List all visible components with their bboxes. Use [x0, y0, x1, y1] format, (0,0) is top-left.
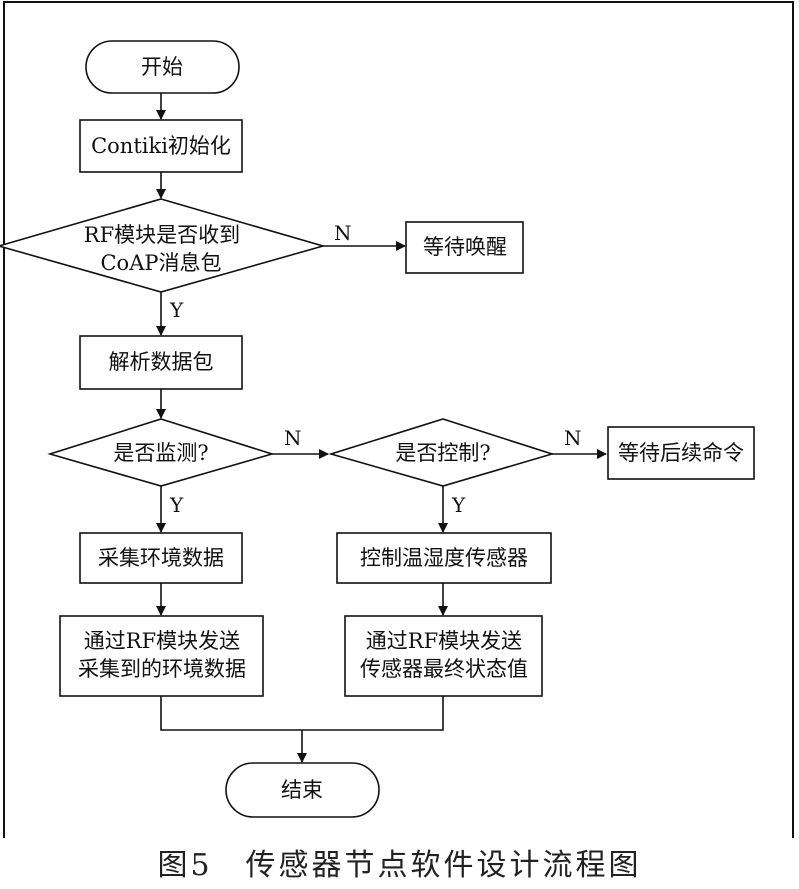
wait-command-label: 等待后续命令	[618, 441, 744, 465]
control-decision	[328, 418, 555, 487]
collect-label: 采集环境数据	[98, 546, 224, 570]
control-no-label: N	[564, 426, 582, 450]
flowchart: 开始 Contiki初始化 RF模块是否收到 CoAP消息包 等待唤醒 解析数据…	[0, 40, 755, 818]
send-state-process	[344, 615, 543, 697]
wait-wakeup-process	[405, 221, 524, 274]
send-env-label-line2: 采集到的环境数据	[78, 657, 246, 681]
collect-process	[79, 532, 243, 584]
control-sensor-label: 控制温湿度传感器	[360, 546, 528, 570]
parse-label: 解析数据包	[109, 350, 214, 374]
monitor-decision-label: 是否监测?	[113, 441, 208, 465]
rf-decision-label-line2: CoAP消息包	[100, 251, 221, 275]
send-env-process	[59, 615, 264, 697]
figure-frame	[3, 1, 794, 838]
rf-decision	[0, 198, 326, 293]
control-sensor-process	[336, 532, 552, 584]
start-label: 开始	[141, 55, 183, 79]
send-state-label-line1: 通过RF模块发送	[366, 629, 522, 653]
start-terminal	[85, 40, 240, 94]
rf-decision-label-line1: RF模块是否收到	[84, 223, 240, 247]
send-state-label-line2: 传感器最终状态值	[360, 657, 528, 681]
send-env-label-line1: 通过RF模块发送	[84, 629, 240, 653]
monitor-yes-label: Y	[169, 493, 184, 517]
edge-merge	[160, 696, 444, 731]
rf-yes-label: Y	[169, 298, 184, 322]
rf-no-label: N	[334, 221, 352, 245]
parse-process	[79, 335, 243, 390]
control-yes-label: Y	[451, 493, 466, 517]
control-decision-label: 是否控制?	[395, 441, 490, 465]
figure-caption: 图5 传感器节点软件设计流程图	[157, 848, 642, 883]
monitor-decision	[47, 418, 275, 487]
wait-wakeup-label: 等待唤醒	[423, 235, 507, 259]
init-process	[79, 119, 243, 173]
wait-command-process	[607, 426, 755, 480]
end-terminal	[225, 762, 380, 818]
monitor-no-label: N	[284, 426, 302, 450]
end-label: 结束	[281, 778, 323, 802]
init-label: Contiki初始化	[91, 134, 231, 158]
